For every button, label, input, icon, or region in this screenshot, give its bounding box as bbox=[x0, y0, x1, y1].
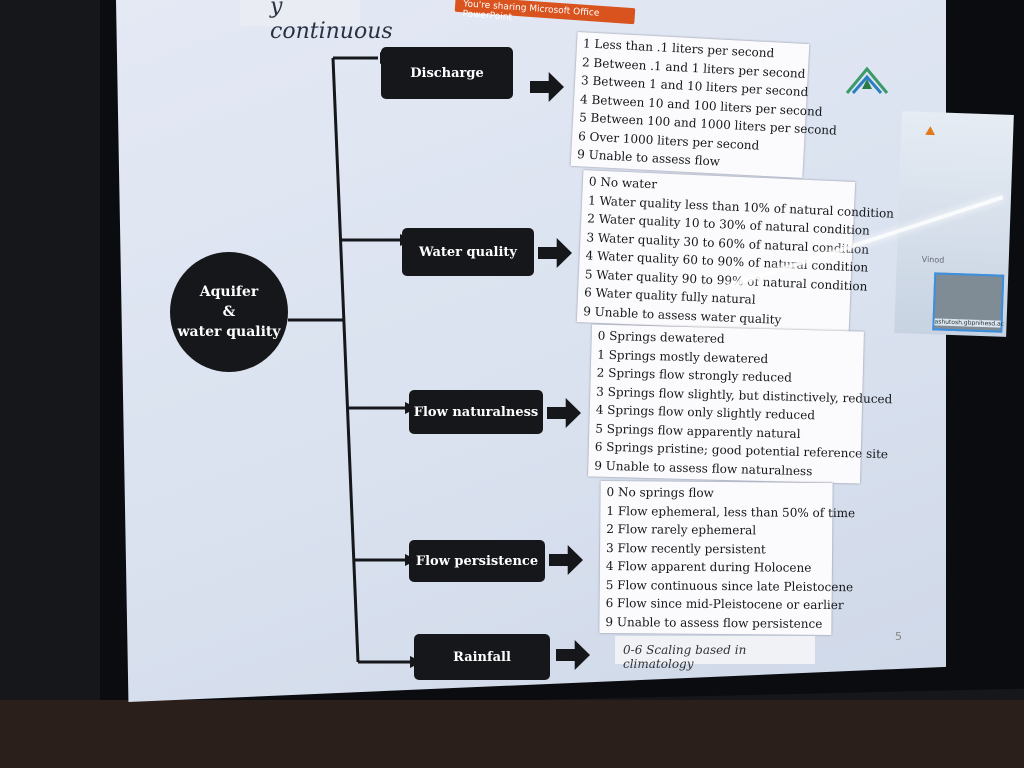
warning-icon bbox=[925, 126, 935, 135]
tree-logo-icon bbox=[845, 66, 889, 94]
node-rainfall: Rainfall bbox=[414, 634, 550, 680]
node-discharge: Discharge bbox=[381, 47, 513, 99]
node-flow-persistence: Flow persistence bbox=[409, 540, 545, 582]
floor bbox=[0, 700, 1024, 768]
page-number: 5 bbox=[895, 630, 902, 643]
root-node: Aquifer&water quality bbox=[170, 252, 288, 372]
node-water-quality: Water quality bbox=[402, 228, 534, 276]
slide-title: y continuous bbox=[240, 0, 393, 44]
node-flow-naturalness: Flow naturalness bbox=[409, 390, 543, 434]
participant-name: Vinod bbox=[921, 254, 945, 265]
rainfall-note: 0-6 Scaling based in climatology bbox=[615, 636, 815, 671]
